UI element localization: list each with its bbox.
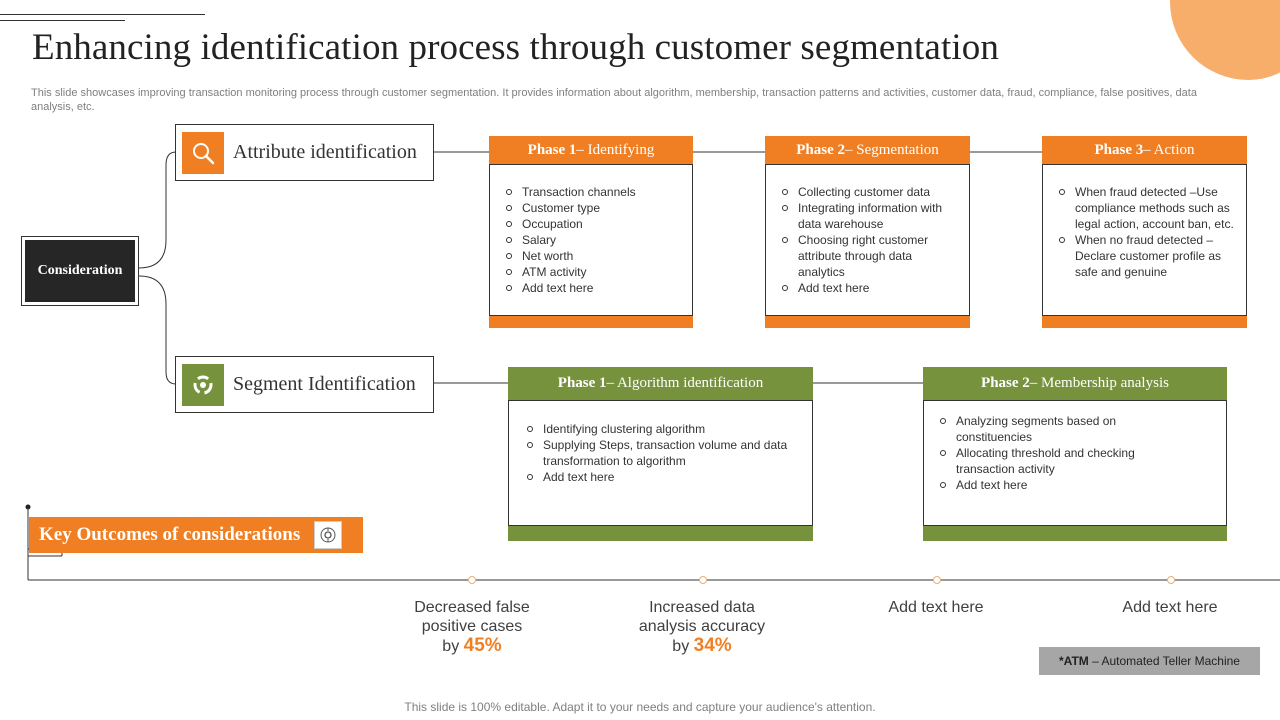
- search-icon: [182, 131, 224, 174]
- phase-title: – Action: [1143, 141, 1195, 158]
- decor-line-top: [0, 14, 205, 15]
- phase-number: Phase 2: [981, 375, 1030, 391]
- segment-phase-2: Phase 2 – Membership analysis Analyzing …: [923, 367, 1227, 541]
- list-item: ATM activity: [504, 264, 682, 280]
- list-item: Analyzing segments based on constituenci…: [938, 413, 1156, 445]
- phase-header: Phase 1 – Algorithm identification: [508, 367, 813, 400]
- outcome-percent: 34%: [693, 635, 732, 656]
- outcome-percent: 45%: [463, 635, 502, 656]
- phase-title: – Algorithm identification: [606, 375, 764, 391]
- list-item: Integrating information with data wareho…: [780, 200, 957, 232]
- timeline-dot: [699, 576, 707, 584]
- segment-identification-node: Segment Identification: [175, 356, 434, 413]
- phase-title: – Segmentation: [845, 141, 939, 158]
- list-item: Allocating threshold and checking transa…: [938, 445, 1156, 477]
- phase-number: Phase 1: [527, 141, 577, 158]
- outcome-by: by: [672, 638, 690, 655]
- timeline-dot: [933, 576, 941, 584]
- footer-note: This slide is 100% editable. Adapt it to…: [404, 700, 876, 714]
- list-item: Customer type: [504, 200, 682, 216]
- atm-footnote: *ATM – Automated Teller Machine: [1039, 647, 1260, 675]
- phase-footer-bar: [489, 316, 693, 328]
- timeline-dot: [468, 576, 476, 584]
- page-title: Enhancing identification process through…: [32, 27, 999, 68]
- list-item: Add text here: [780, 280, 957, 296]
- consideration-node: Consideration: [21, 236, 139, 306]
- recycle-icon: [182, 363, 224, 406]
- segment-identification-label: Segment Identification: [233, 373, 416, 395]
- list-item: Transaction channels: [504, 184, 682, 200]
- outcome-text: Increased data analysis accuracy: [638, 599, 766, 635]
- outcome-value: by 34%: [632, 636, 772, 656]
- attribute-phase-2: Phase 2 – Segmentation Collecting custom…: [765, 136, 970, 328]
- outcome-text: Decreased false positive cases: [414, 599, 530, 635]
- outcome-text: Add text here: [888, 599, 984, 616]
- phase-body: Collecting customer data Integrating inf…: [765, 164, 970, 316]
- outcome-1: Decreased false positive cases by 45%: [402, 598, 542, 656]
- phase-body: Transaction channels Customer type Occup…: [489, 164, 693, 316]
- outcome-text: Add text here: [1122, 599, 1218, 616]
- atm-abbrev: *ATM: [1059, 654, 1089, 668]
- outcome-by: by: [442, 638, 460, 655]
- list-item: Add text here: [525, 469, 792, 485]
- phase-footer-bar: [923, 526, 1227, 541]
- list-item: Occupation: [504, 216, 682, 232]
- atm-definition: – Automated Teller Machine: [1088, 654, 1240, 668]
- list-item: Add text here: [504, 280, 682, 296]
- key-outcomes-banner: Key Outcomes of considerations: [29, 517, 363, 553]
- list-item: Salary: [504, 232, 682, 248]
- phase-footer-bar: [765, 316, 970, 328]
- outcome-3: Add text here: [866, 598, 1006, 617]
- page-subtitle: This slide showcases improving transacti…: [31, 87, 1197, 113]
- decor-line-top-short: [0, 20, 125, 21]
- key-outcomes-label: Key Outcomes of considerations: [39, 524, 301, 545]
- list-item: Add text here: [938, 477, 1156, 493]
- phase-header: Phase 1 – Identifying: [489, 136, 693, 164]
- phase-number: Phase 3: [1094, 141, 1144, 158]
- phase-footer-bar: [1042, 316, 1247, 328]
- outcome-2: Increased data analysis accuracy by 34%: [632, 598, 772, 656]
- phase-header: Phase 2 – Membership analysis: [923, 367, 1227, 400]
- segment-phase-1: Phase 1 – Algorithm identification Ident…: [508, 367, 813, 541]
- phase-number: Phase 1: [557, 375, 607, 391]
- attribute-phase-1: Phase 1 – Identifying Transaction channe…: [489, 136, 693, 328]
- timeline-dot: [1167, 576, 1175, 584]
- attribute-identification-node: Attribute identification: [175, 124, 434, 181]
- list-item: When fraud detected –Use compliance meth…: [1057, 184, 1236, 232]
- settings-badge-icon: [314, 521, 343, 549]
- outcome-value: by 45%: [402, 636, 542, 656]
- phase-header: Phase 3 – Action: [1042, 136, 1247, 164]
- attribute-phase-3: Phase 3 – Action When fraud detected –Us…: [1042, 136, 1247, 328]
- phase-title: – Membership analysis: [1029, 375, 1169, 391]
- outcome-4: Add text here: [1100, 598, 1240, 617]
- phase-body: Identifying clustering algorithm Supplyi…: [508, 400, 813, 526]
- list-item: Identifying clustering algorithm: [525, 421, 792, 437]
- list-item: When no fraud detected – Declare custome…: [1057, 232, 1236, 280]
- consideration-label: Consideration: [25, 240, 135, 302]
- list-item: Collecting customer data: [780, 184, 957, 200]
- phase-footer-bar: [508, 526, 813, 541]
- phase-title: – Identifying: [576, 141, 655, 158]
- phase-body: Analyzing segments based on constituenci…: [923, 400, 1227, 526]
- list-item: Choosing right customer attribute throug…: [780, 232, 957, 280]
- attribute-identification-label: Attribute identification: [233, 141, 417, 163]
- phase-header: Phase 2 – Segmentation: [765, 136, 970, 164]
- phase-body: When fraud detected –Use compliance meth…: [1042, 164, 1247, 316]
- list-item: Net worth: [504, 248, 682, 264]
- phase-number: Phase 2: [796, 141, 845, 158]
- list-item: Supplying Steps, transaction volume and …: [525, 437, 792, 469]
